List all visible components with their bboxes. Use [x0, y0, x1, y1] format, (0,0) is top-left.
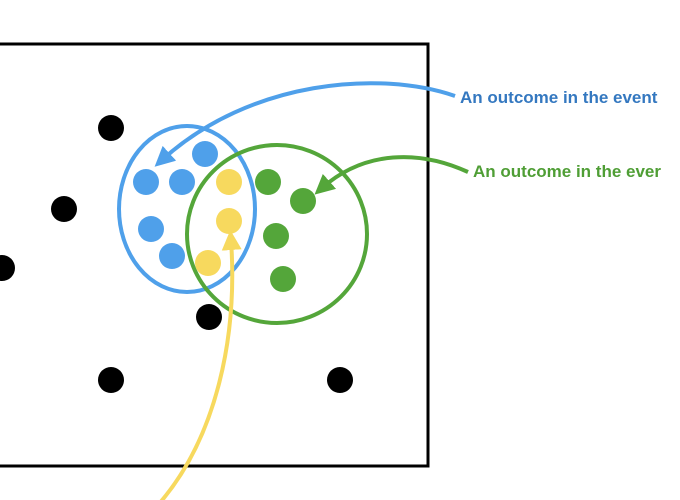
- outcome-dot-event-a: [133, 169, 159, 195]
- event-a-ellipse: [117, 124, 257, 294]
- outcome-dot-intersection: [216, 208, 242, 234]
- outcome-dot-event-b: [290, 188, 316, 214]
- outcome-dot-event-a: [169, 169, 195, 195]
- event-a-label: An outcome in the event: [460, 88, 658, 107]
- event-b-arrow: [314, 155, 469, 195]
- intersection-arrow: [159, 230, 242, 500]
- event-b-outcomes: [255, 169, 316, 292]
- outcome-dot-event-b: [270, 266, 296, 292]
- outcome-dot-event-b: [255, 169, 281, 195]
- sample-space-frame: [0, 42, 430, 468]
- event-a-arrow: [154, 81, 456, 167]
- outcome-dot-event-b: [263, 223, 289, 249]
- outcome-dot-outside: [98, 115, 124, 141]
- outcome-dot-event-a: [159, 243, 185, 269]
- event-b-label: An outcome in the ever: [473, 162, 661, 181]
- outcome-dot-outside: [327, 367, 353, 393]
- outcome-dot-event-a: [192, 141, 218, 167]
- intersection-outcomes: [195, 169, 242, 276]
- outcome-dot-intersection: [195, 250, 221, 276]
- outcome-dot-intersection: [216, 169, 242, 195]
- outside-outcomes: [0, 115, 353, 393]
- event-a-outcomes: [133, 141, 218, 269]
- outcome-dot-outside: [51, 196, 77, 222]
- outcome-dot-outside: [196, 304, 222, 330]
- event-b-ellipse: [185, 143, 369, 325]
- outcome-dot-outside: [98, 367, 124, 393]
- outcome-dot-event-a: [138, 216, 164, 242]
- outcome-dot-outside: [0, 255, 15, 281]
